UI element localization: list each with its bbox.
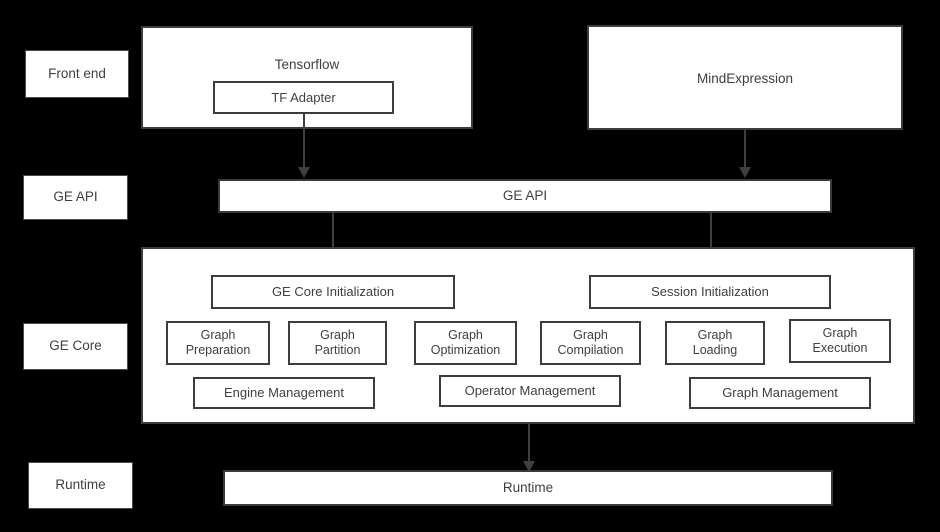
- stage-label-ge-core: GE Core: [23, 323, 128, 370]
- stage-label-runtime: Runtime: [28, 462, 133, 509]
- ge-api-bar: GE API: [218, 179, 832, 213]
- manager-graph-management: Graph Management: [689, 377, 871, 409]
- tf-adapter-box: TF Adapter: [213, 81, 394, 114]
- module-graph-optimization: Graph Optimization: [414, 321, 517, 365]
- module-graph-execution: Graph Execution: [789, 319, 891, 363]
- manager-operator-management: Operator Management: [439, 375, 621, 407]
- session-initialization-box: Session Initialization: [589, 275, 831, 309]
- module-graph-loading: Graph Loading: [665, 321, 765, 365]
- tensorflow-title: Tensorflow: [274, 57, 340, 72]
- stage-label-front-end: Front end: [25, 50, 129, 98]
- mindexpression-frame: MindExpression: [587, 25, 903, 130]
- module-graph-compilation: Graph Compilation: [540, 321, 641, 365]
- runtime-bar: Runtime: [223, 470, 833, 506]
- mindexpression-title: MindExpression: [696, 71, 794, 86]
- module-graph-partition: Graph Partition: [288, 321, 387, 365]
- ge-core-initialization-box: GE Core Initialization: [211, 275, 455, 309]
- manager-engine-management: Engine Management: [193, 377, 375, 409]
- module-graph-preparation: Graph Preparation: [166, 321, 270, 365]
- stage-label-ge-api: GE API: [23, 175, 128, 220]
